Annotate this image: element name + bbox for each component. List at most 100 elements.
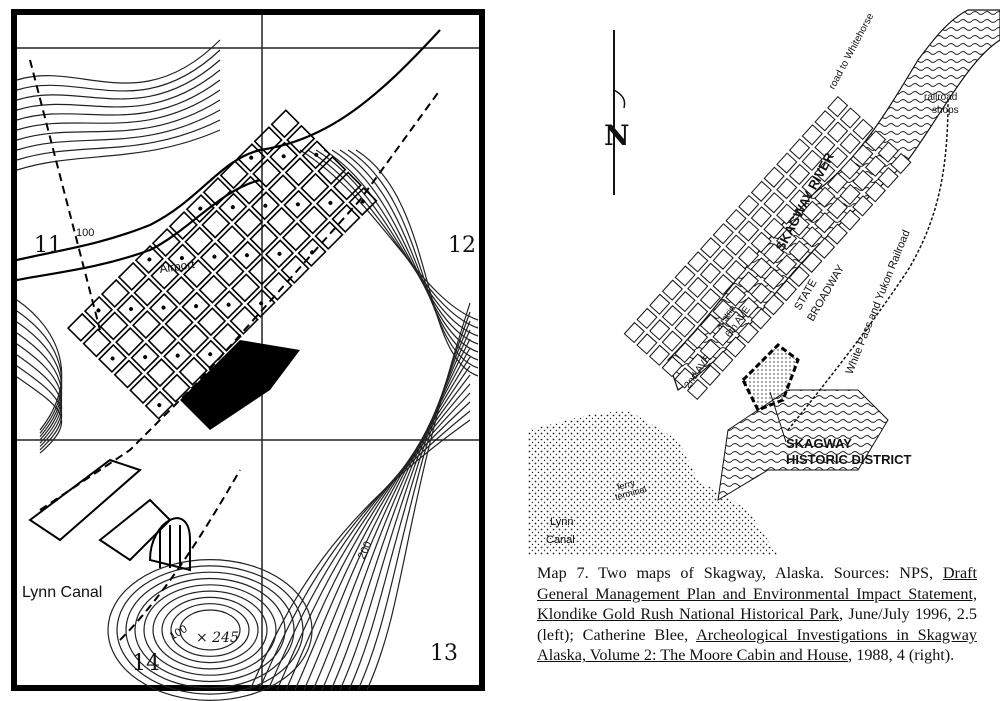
railroad-shops-label-2: shops [932, 105, 959, 116]
street-block [775, 279, 797, 302]
town-block [201, 209, 231, 239]
contour-line [16, 354, 63, 447]
contour-line [347, 149, 479, 369]
town-block [270, 109, 300, 139]
contour-line [323, 149, 479, 345]
building-dot [281, 154, 286, 159]
building-dot [360, 199, 365, 204]
street-block [839, 107, 861, 129]
street-block [864, 181, 886, 203]
street-block [801, 175, 823, 197]
caption-tail: , 1988, 4 (right). [848, 646, 955, 665]
contour-line [125, 571, 295, 689]
north-label: N [604, 119, 630, 152]
street-block [649, 319, 671, 341]
town-block [195, 339, 225, 369]
contour-line [16, 69, 221, 111]
lynn-label: Lynn [550, 516, 573, 528]
street-block [826, 146, 849, 169]
street-block [763, 268, 785, 290]
town-block [115, 326, 145, 357]
town-block [283, 189, 313, 219]
town-block [264, 239, 295, 269]
building-dot [198, 206, 203, 211]
street-block [674, 265, 696, 287]
building-dot [263, 203, 268, 208]
town-block [129, 375, 159, 405]
town-block [99, 311, 129, 341]
street-block [686, 353, 709, 375]
street-block [712, 223, 734, 245]
street-block [788, 214, 810, 237]
street-block [699, 313, 721, 335]
town-block [252, 158, 282, 188]
town-block [281, 222, 312, 252]
street-block [763, 217, 785, 239]
town-block [182, 259, 213, 289]
street-block [687, 302, 709, 324]
contour-line [16, 109, 221, 151]
street-block [750, 180, 772, 202]
canal-label: Canal [546, 534, 575, 546]
town-block [216, 225, 246, 255]
contour-line [355, 149, 479, 377]
contour-line [107, 558, 313, 701]
street-block [725, 234, 747, 256]
airport-label: Airport [158, 257, 196, 276]
street-block [686, 378, 708, 401]
street-block [801, 200, 823, 222]
grid-number-se: 13 [430, 641, 458, 666]
street-block [712, 350, 734, 372]
railroad-label: White Pass and Yukon Railroad [844, 228, 913, 376]
town-block [144, 390, 174, 420]
street-block [890, 152, 912, 175]
street-block [712, 274, 734, 296]
contour-line [307, 149, 479, 329]
contour-line [299, 149, 479, 321]
harbor-water [717, 389, 889, 501]
contour-line [339, 149, 479, 361]
town-block [233, 208, 263, 238]
street-block [750, 206, 772, 228]
street-block [801, 251, 823, 273]
contour-line [16, 332, 63, 441]
caption-lead: Map 7. Two maps of Skagway, Alaska. Sour… [537, 564, 934, 582]
street-block [750, 257, 772, 279]
district-label-1: SKAGWAY [786, 436, 852, 451]
street-block [776, 152, 798, 174]
street-block [699, 262, 722, 284]
street-block [750, 231, 772, 253]
town-block [131, 309, 162, 340]
building-dot [110, 356, 115, 361]
street-block [826, 223, 848, 245]
street-block [839, 158, 861, 180]
contour-line [16, 89, 221, 131]
street-block [700, 237, 722, 259]
street-block [687, 251, 709, 273]
town-block [246, 288, 276, 318]
town-block [134, 244, 164, 275]
street-block [725, 285, 747, 307]
contour-line [16, 119, 221, 161]
town-block [332, 171, 362, 201]
building-dot [143, 355, 148, 360]
street-block [788, 189, 810, 211]
town-block [267, 174, 297, 204]
building-dot [244, 253, 249, 258]
contour-line [16, 299, 63, 431]
street-block [661, 279, 683, 301]
street-block [864, 155, 887, 177]
street-block [699, 288, 721, 310]
contour-line [16, 343, 63, 444]
ferry-terminal-label-1: ferry [616, 477, 636, 491]
street-block [801, 226, 823, 248]
building-dot [230, 205, 235, 210]
town-block [117, 261, 147, 292]
street-block [852, 118, 874, 140]
street-block [623, 321, 645, 344]
road-to-whitehorse-label: road to Whitehorse [827, 11, 877, 91]
lynn-canal-label: Lynn Canal [22, 584, 102, 601]
street-block [674, 290, 696, 313]
town-block [167, 243, 197, 273]
street-block [788, 163, 811, 186]
